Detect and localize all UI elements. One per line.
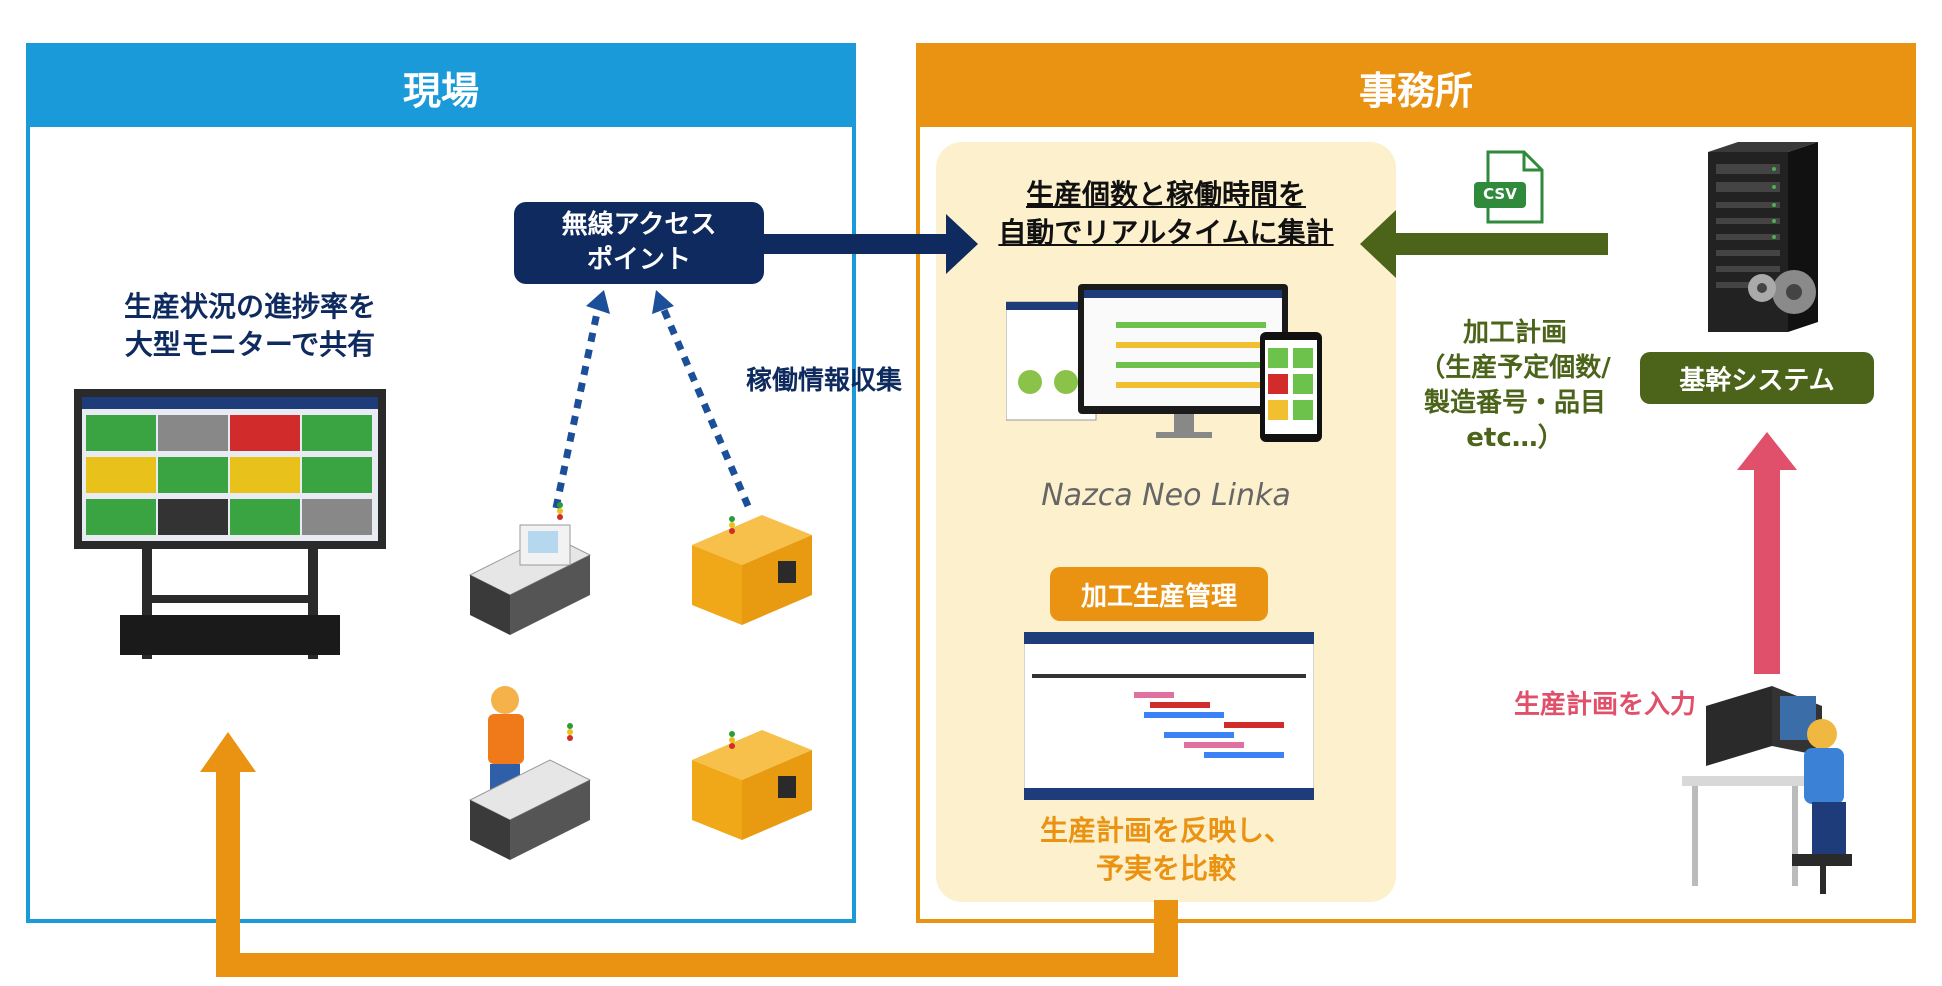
navy-arrow: [764, 214, 978, 274]
core-system-box: 基幹システム: [1640, 352, 1874, 404]
dotted-arrow-left: [552, 290, 610, 509]
orange-loop-arrow: [200, 732, 1178, 977]
csv-label: CSV: [1483, 185, 1517, 203]
reflect-caption: 生産計画を反映し、 予実を比較: [1039, 814, 1292, 885]
office-title: 事務所: [920, 47, 1912, 127]
genba-panel: 現場: [26, 43, 856, 923]
machining-center-icon: [692, 515, 812, 625]
server-icon: [1708, 142, 1818, 332]
olive-arrow: [1360, 210, 1608, 278]
monitor-caption: 生産状況の進捗率を 大型モニターで共有: [123, 290, 376, 361]
devices-icon: [1006, 284, 1322, 442]
dotted-arrow-right: [652, 290, 752, 508]
worker-machine-icon: [468, 686, 592, 860]
large-monitor-icon: [74, 389, 386, 659]
cnc-machine-icon: [468, 502, 592, 635]
office-panel: 事務所: [916, 43, 1916, 923]
pink-arrow: [1737, 432, 1797, 674]
csv-file-icon: CSV: [1472, 150, 1544, 224]
gantt-screen-icon: [1024, 632, 1314, 800]
aggregate-caption: 生産個数と稼働時間を 自動でリアルタイムに集計: [998, 178, 1334, 249]
desk-worker-icon: [1682, 686, 1852, 894]
genba-title: 現場: [30, 47, 852, 127]
machining-center-icon-2: [692, 730, 812, 840]
product-name: Nazca Neo Linka: [1041, 478, 1291, 513]
access-point-box: 無線アクセス ポイント: [514, 202, 764, 284]
collect-label: 稼働情報収集: [745, 366, 902, 396]
mgmt-label: 加工生産管理: [1050, 567, 1268, 621]
plan-caption: 加工計画 （生産予定個数/ 製造番号・品目 etc…）: [1419, 318, 1611, 454]
input-label: 生産計画を入力: [1513, 690, 1696, 720]
